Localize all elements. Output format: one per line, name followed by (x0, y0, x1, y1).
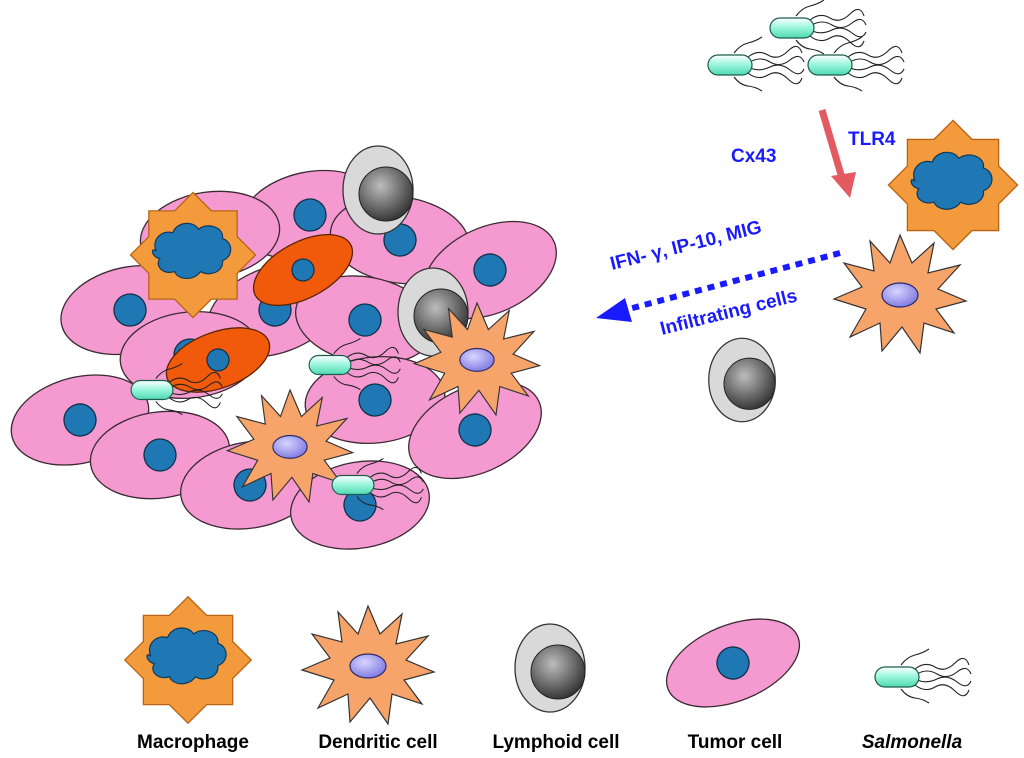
legend-salmonella-label: Salmonella (862, 732, 963, 753)
tlr4-label: TLR4 (848, 129, 896, 150)
legend-lymphoid-cell-icon (514, 623, 586, 713)
salmonella-cluster (707, 0, 905, 92)
dendritic-cell-right (833, 234, 967, 354)
tumor-mass (1, 145, 573, 561)
macrophage-in-tumor (129, 191, 257, 319)
tlr4-arrow (818, 109, 856, 198)
infiltrating-cells-label: Infiltrating cells (658, 286, 799, 340)
legend-macrophage-label: Macrophage (137, 732, 249, 753)
lymphoid-cell-in-tumor (342, 145, 414, 235)
legend: Macrophage Dendritic cell Lymphoid cell … (124, 596, 972, 753)
cytokines-label: IFN- γ, IP-10, MIG (608, 217, 764, 275)
legend-dendritic-cell-label: Dendritic cell (318, 732, 437, 753)
legend-lymphoid-cell-label: Lymphoid cell (492, 732, 619, 753)
lymphoid-cell-right (708, 337, 776, 423)
legend-tumor-cell-label: Tumor cell (688, 732, 783, 753)
infiltration-arrow (596, 250, 841, 322)
legend-dendritic-cell-icon (301, 605, 435, 725)
legend-salmonella-icon (874, 648, 972, 704)
legend-macrophage-icon (124, 596, 252, 724)
cx43-label: Cx43 (731, 146, 776, 167)
macrophage-right (887, 119, 1019, 251)
legend-tumor-cell-icon (665, 618, 801, 708)
